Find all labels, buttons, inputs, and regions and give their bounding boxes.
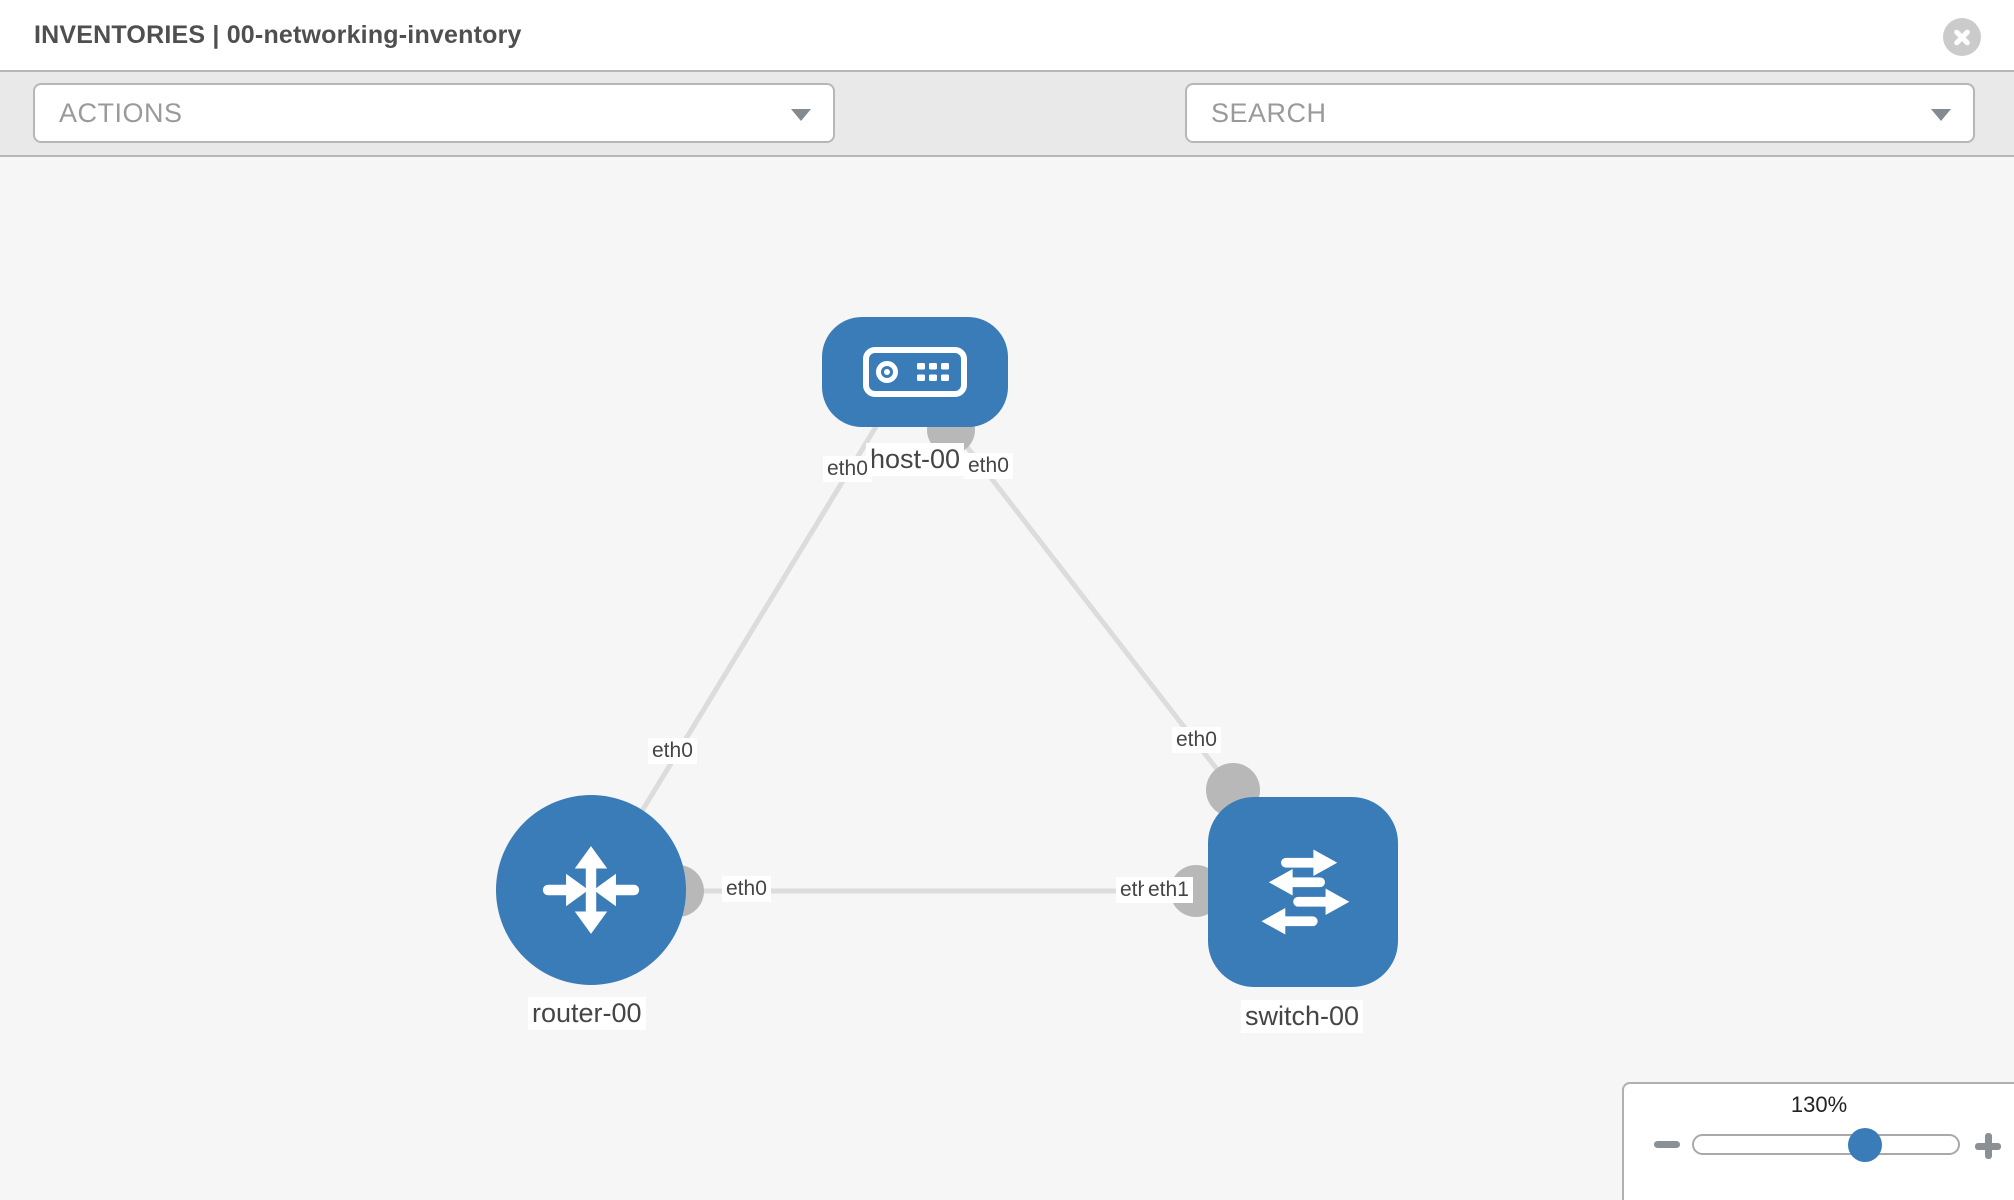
- actions-dropdown[interactable]: ACTIONS: [33, 83, 835, 143]
- node-switch-00[interactable]: [1208, 797, 1398, 987]
- actions-dropdown-label: ACTIONS: [59, 97, 183, 128]
- zoom-level-label: 130%: [1790, 1092, 1848, 1117]
- port-label-host-eth0-to-router: eth0: [823, 456, 872, 482]
- zoom-slider[interactable]: [1692, 1134, 1960, 1155]
- chevron-down-icon: [791, 109, 811, 121]
- switch-icon: [1261, 849, 1350, 935]
- search-dropdown-label: SEARCH: [1211, 97, 1327, 128]
- toolbar: ACTIONS SEARCH: [0, 72, 2014, 208]
- zoom-out-button[interactable]: [1654, 1141, 1680, 1148]
- port-label-router-eth0-to-host: eth0: [648, 738, 697, 764]
- node-host-00[interactable]: [822, 317, 1008, 427]
- zoom-slider-thumb[interactable]: [1848, 1128, 1882, 1162]
- chevron-down-icon: [1931, 109, 1951, 121]
- close-button[interactable]: [1943, 18, 1981, 56]
- page-title: INVENTORIES | 00-networking-inventory: [34, 20, 522, 49]
- node-router-00[interactable]: [496, 795, 686, 985]
- topology-links: [590, 406, 1304, 917]
- node-label-host-00: host-00: [866, 443, 965, 476]
- node-label-switch-00: switch-00: [1241, 1000, 1364, 1033]
- zoom-panel: 130%: [1622, 1082, 2014, 1200]
- topology-canvas[interactable]: host-00 router-00 switch-00 eth0 eth0 et…: [0, 157, 2014, 1200]
- zoom-in-button[interactable]: [1974, 1132, 2002, 1160]
- port-label-router-eth0-to-switch: eth0: [722, 876, 771, 902]
- router-icon: [542, 846, 640, 934]
- search-dropdown[interactable]: SEARCH: [1185, 83, 1975, 143]
- host-icon: [863, 347, 967, 397]
- link-host-router[interactable]: [597, 418, 883, 882]
- header: INVENTORIES | 00-networking-inventory: [0, 0, 2014, 72]
- port-label-switch-eth0-to-host: eth0: [1172, 727, 1221, 753]
- port-label-switch-eth1-to-router: eth1: [1144, 877, 1193, 903]
- close-icon: [1943, 18, 1981, 56]
- port-label-host-eth0-to-switch: eth0: [964, 453, 1013, 479]
- node-label-router-00: router-00: [528, 997, 646, 1030]
